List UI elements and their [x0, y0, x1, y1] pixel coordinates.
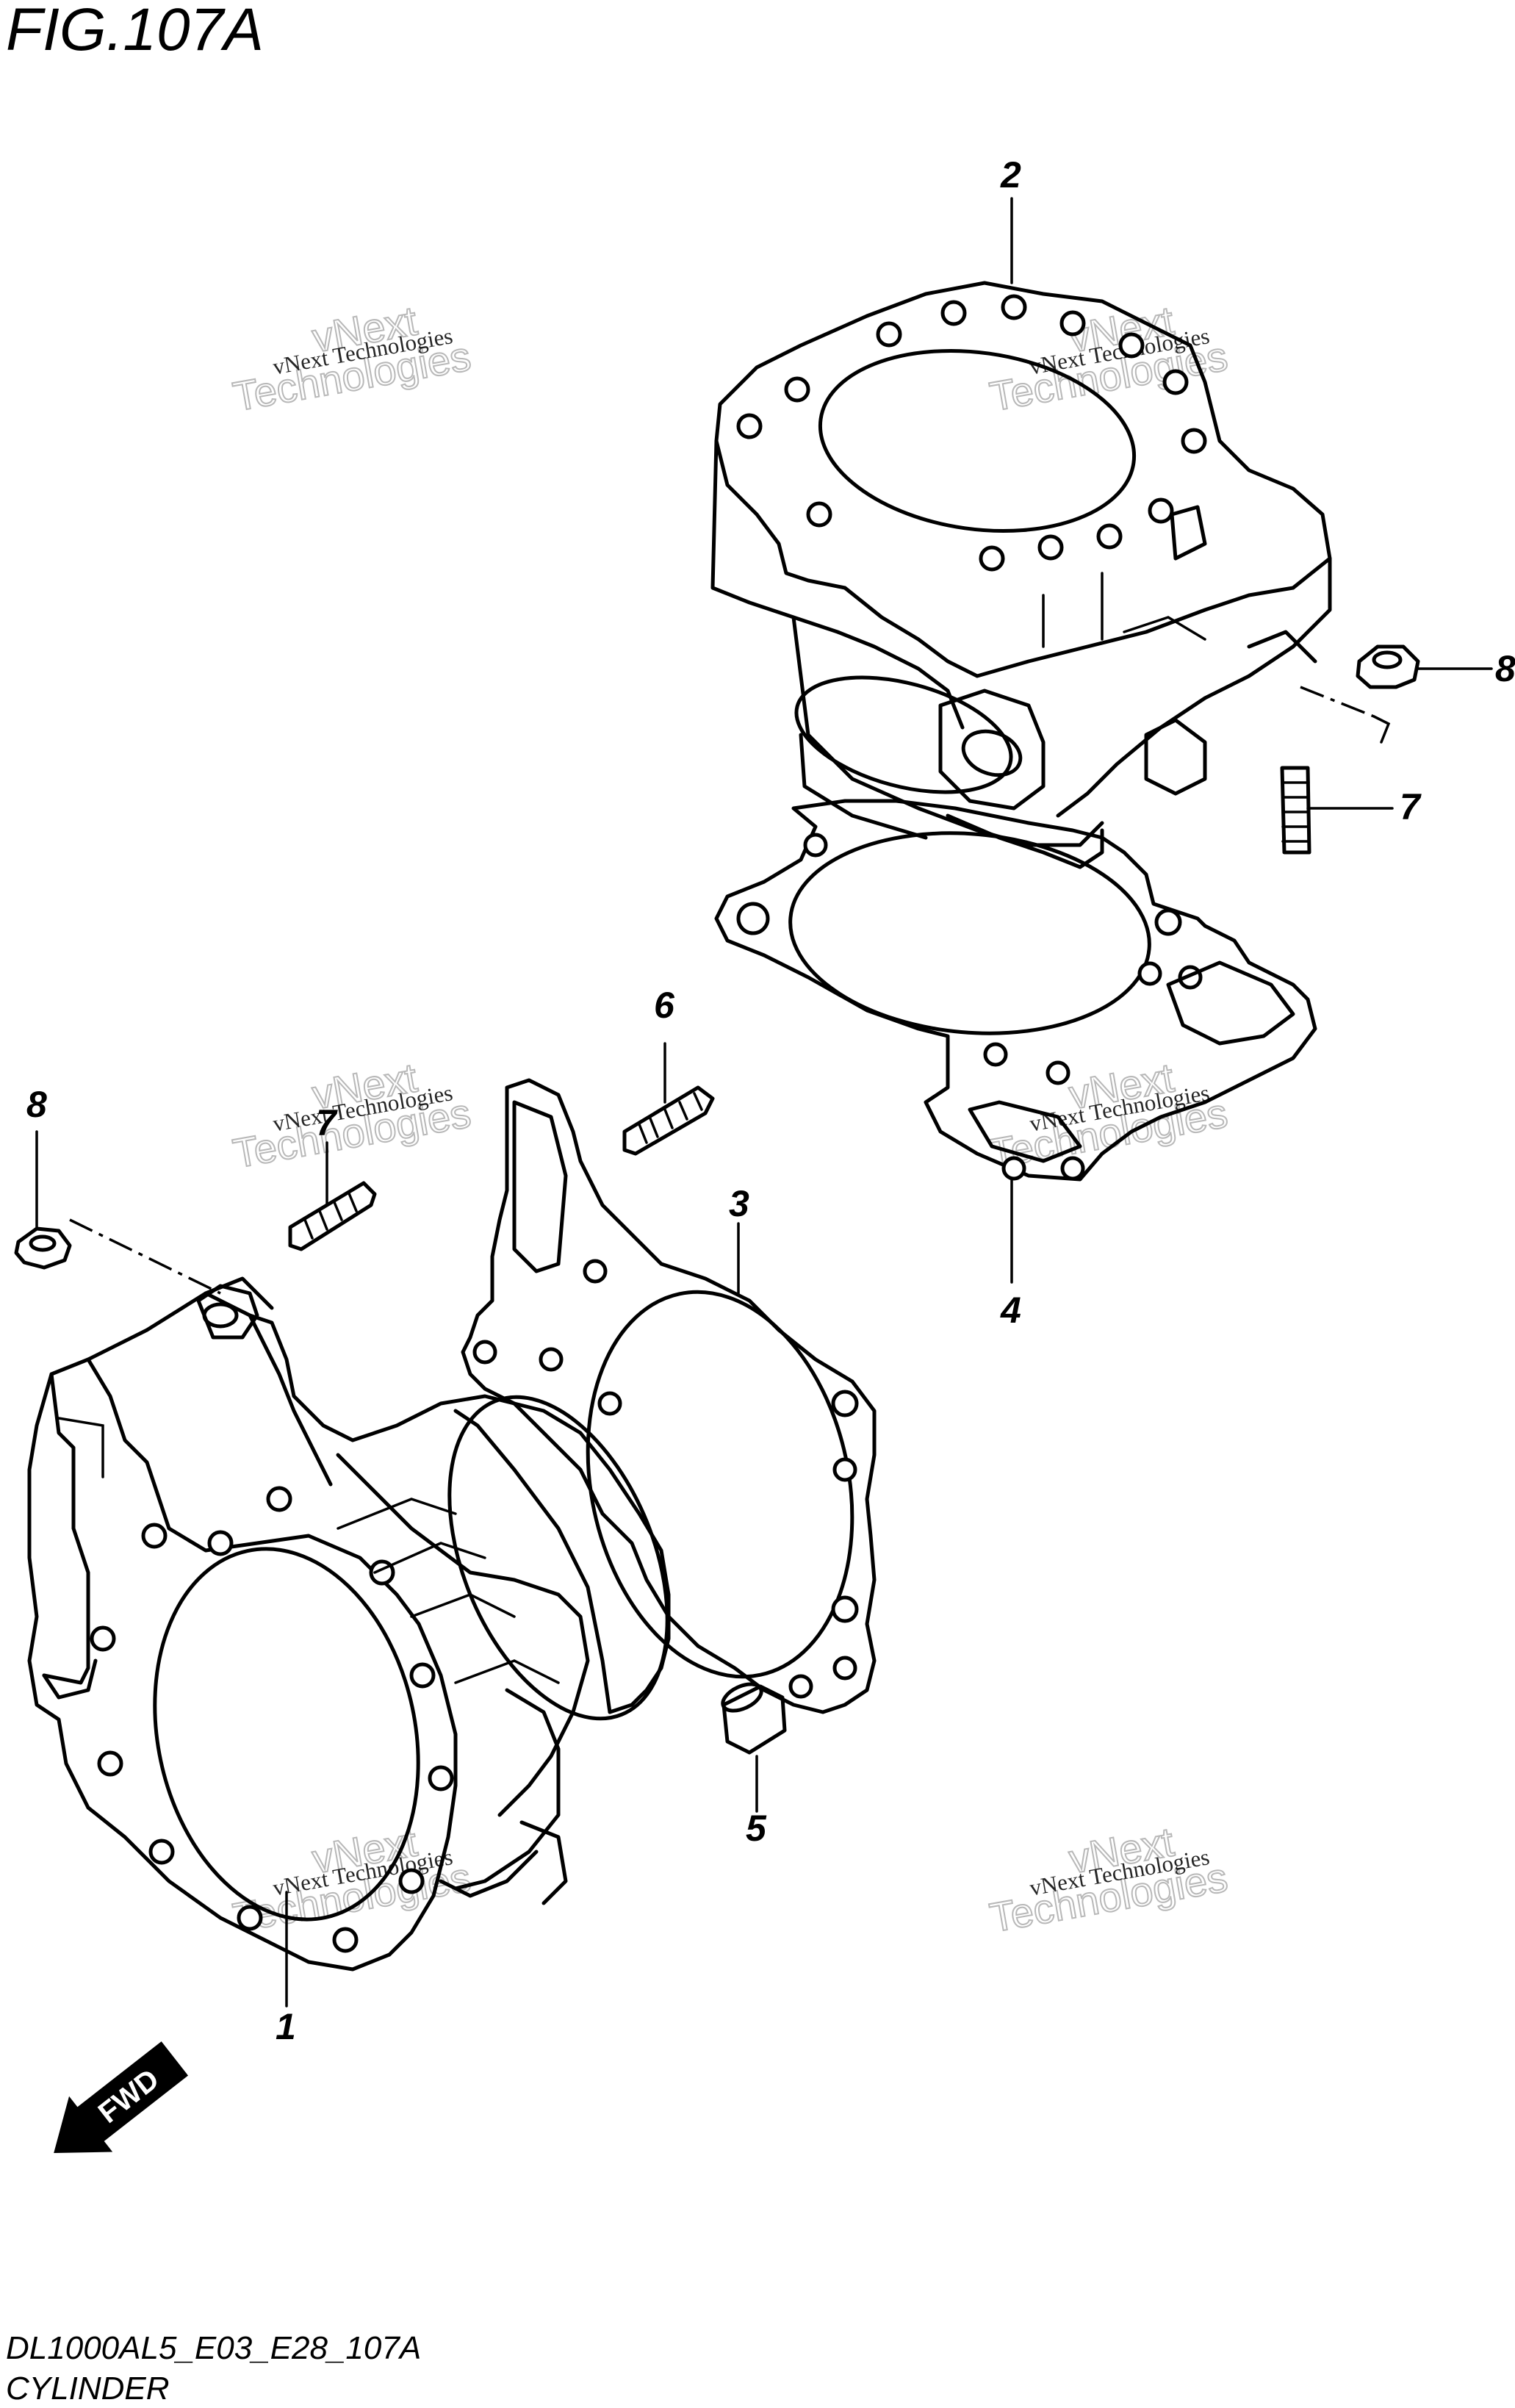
part-upper-gasket[interactable] [714, 799, 1317, 1182]
callout-5: 5 [746, 1808, 767, 1849]
part-dowel-pin[interactable] [719, 1679, 787, 1755]
part-lower-gasket[interactable] [461, 1078, 886, 1714]
fwd-direction-arrow: FWD [54, 2041, 189, 2154]
callout-4: 4 [1000, 1290, 1021, 1331]
callout-7-upper: 7 [1400, 786, 1422, 827]
part-stud-lower[interactable] [622, 1085, 715, 1156]
callout-8-upper: 8 [1495, 648, 1515, 689]
watermark-mid-left: Technologies vNext vNext Technologies [228, 1053, 475, 1177]
watermark-top-left: Technologies vNext vNext Technologies [228, 296, 475, 420]
callout-3: 3 [729, 1183, 749, 1224]
callout-6: 6 [654, 985, 675, 1026]
alignment-line-front [69, 1218, 221, 1295]
arrow-icon [54, 2041, 189, 2154]
leader-lines [35, 197, 1493, 2008]
alignment-line-upper-tail [1372, 715, 1391, 744]
callout-2: 2 [1000, 154, 1021, 195]
alignment-line-upper [1300, 686, 1375, 718]
part-nut-front[interactable] [14, 1226, 72, 1270]
callout-8-front: 8 [26, 1084, 47, 1125]
figure-title: FIG.107A [6, 0, 264, 63]
callout-1: 1 [276, 2006, 296, 2047]
part-stud-upper[interactable] [1280, 766, 1311, 855]
callout-7-front: 7 [316, 1102, 338, 1143]
figure-code: DL1000AL5_E03_E28_107A [6, 2330, 421, 2366]
part-nut-upper[interactable] [1356, 644, 1420, 689]
callouts: 2 4 3 5 6 7 7 8 8 1 [26, 154, 1515, 2047]
figure-name: CYLINDER [6, 2371, 170, 2407]
part-stud-front[interactable] [288, 1181, 377, 1251]
watermark-bottom-right: Technologies vNext vNext Technologies [985, 1817, 1231, 1941]
